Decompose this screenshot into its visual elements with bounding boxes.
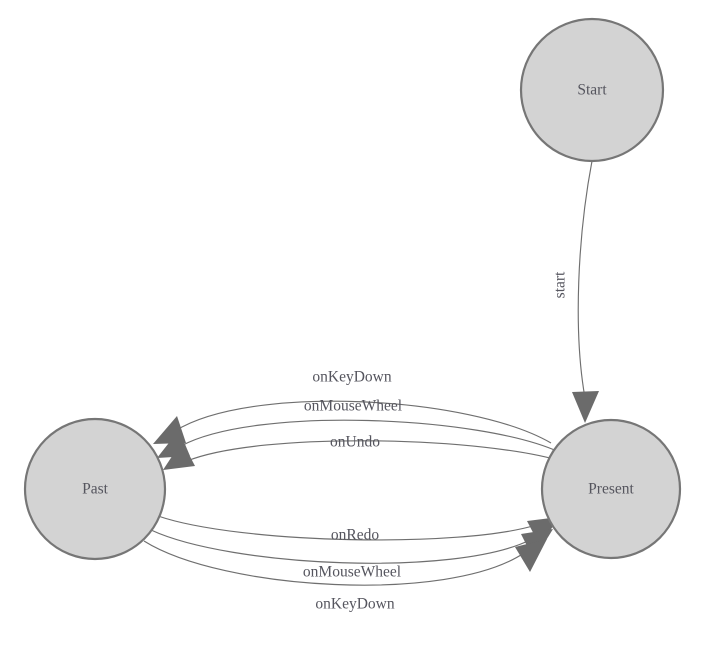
edge-onundo-arrowhead bbox=[163, 441, 195, 470]
edge-label-onkeydown-redo: onKeyDown bbox=[315, 596, 394, 613]
edge-onkeydown-undo-path bbox=[174, 400, 552, 444]
edge-onkeydown-redo-path bbox=[143, 540, 525, 586]
edge-label-start: start bbox=[552, 271, 569, 298]
edge-label-onundo: onUndo bbox=[330, 434, 380, 451]
edge-onredo-path bbox=[157, 515, 537, 541]
edge-start-arrowhead bbox=[572, 391, 599, 423]
node-start-label: Start bbox=[577, 82, 607, 99]
edge-start[interactable] bbox=[572, 160, 599, 423]
node-past-shape bbox=[23, 417, 167, 561]
node-present-label: Present bbox=[588, 481, 634, 498]
edge-onmousewheel-redo-path bbox=[150, 529, 531, 564]
edge-onmousewheel-undo-path bbox=[180, 419, 560, 453]
edge-start-path bbox=[577, 160, 593, 399]
node-present-shape bbox=[540, 418, 682, 560]
edge-onkeydown-redo[interactable] bbox=[143, 539, 547, 586]
edge-label-onmousewheel-redo: onMouseWheel bbox=[303, 564, 401, 581]
node-past[interactable]: Past bbox=[23, 417, 167, 561]
edge-onkeydown-redo-arrowhead bbox=[515, 539, 547, 572]
edge-onundo[interactable] bbox=[163, 440, 565, 470]
node-present[interactable]: Present bbox=[540, 418, 682, 560]
edge-onundo-path bbox=[186, 440, 565, 463]
edge-label-onredo: onRedo bbox=[331, 527, 379, 544]
edge-label-onmousewheel-undo: onMouseWheel bbox=[304, 398, 402, 415]
node-start[interactable]: Start bbox=[519, 17, 665, 163]
node-start-shape bbox=[519, 17, 665, 163]
edge-label-onkeydown-undo: onKeyDown bbox=[312, 369, 391, 386]
node-past-label: Past bbox=[82, 481, 109, 498]
